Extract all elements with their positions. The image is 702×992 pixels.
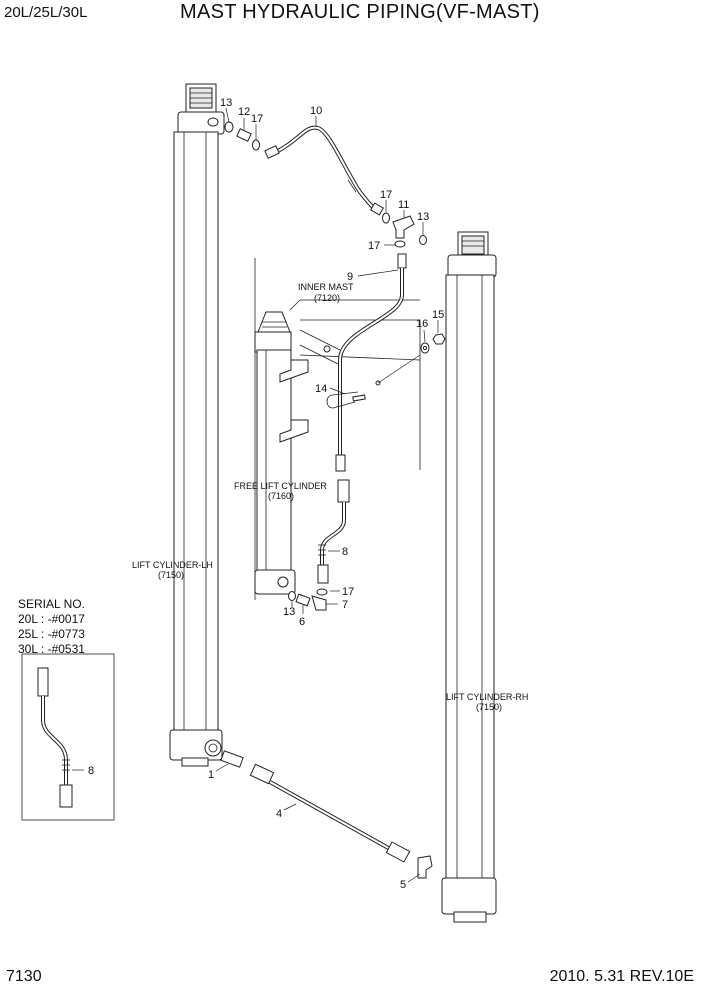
callout-12: 12 — [238, 106, 250, 118]
callouts: 13 12 17 10 17 11 13 17 9 16 15 14 8 17 … — [88, 97, 444, 891]
page-title: MAST HYDRAULIC PIPING(VF-MAST) — [180, 1, 540, 23]
label-lift-lh: LIFT CYLINDER-LH — [132, 560, 213, 570]
label-free-lift-code: (7160) — [268, 491, 294, 501]
fittings-top-right — [382, 212, 427, 248]
pipe-10 — [264, 125, 385, 216]
label-inner-mast-code: (7120) — [314, 293, 340, 303]
component-labels: INNER MAST (7120) FREE LIFT CYLINDER (71… — [132, 282, 528, 712]
callout-13: 13 — [283, 606, 295, 618]
callout-17: 17 — [368, 240, 380, 252]
leader-lines — [72, 107, 439, 883]
washer-nut-15-16 — [420, 333, 446, 354]
serial-line-25l: 25L : -#0773 — [18, 627, 85, 641]
pipe-4 — [220, 750, 433, 879]
label-lift-rh-code: (7150) — [476, 702, 502, 712]
callout-5: 5 — [400, 879, 406, 891]
fittings-free-lift-bottom — [288, 588, 328, 611]
callout-13: 13 — [220, 97, 232, 109]
callout-17: 17 — [342, 586, 354, 598]
callout-8: 8 — [88, 765, 94, 777]
fittings-top-left — [224, 121, 260, 151]
callout-10: 10 — [310, 105, 322, 117]
free-lift-cylinder — [254, 311, 309, 595]
inset-box — [21, 653, 115, 821]
label-lift-rh: LIFT CYLINDER-RH — [446, 692, 528, 702]
hose-8 — [317, 479, 350, 584]
callout-15: 15 — [432, 309, 444, 321]
lift-cylinder-rh — [441, 231, 497, 923]
callout-4: 4 — [276, 808, 282, 820]
label-free-lift: FREE LIFT CYLINDER — [234, 481, 327, 491]
label-lift-lh-code: (7150) — [158, 570, 184, 580]
callout-9: 9 — [347, 271, 353, 283]
inner-mast — [254, 258, 421, 600]
hose-9 — [335, 253, 407, 472]
lift-cylinder-lh — [169, 83, 225, 767]
callout-17: 17 — [251, 113, 263, 125]
callout-1: 1 — [208, 769, 214, 781]
model-code: 20L/25L/30L — [4, 4, 88, 21]
serial-line-20l: 20L : -#0017 — [18, 612, 85, 626]
serial-number-block: SERIAL NO. 20L : -#0017 25L : -#0773 30L… — [18, 597, 85, 657]
serial-heading: SERIAL NO. — [18, 597, 85, 611]
clamp-14 — [326, 391, 366, 409]
callout-8: 8 — [342, 546, 348, 558]
serial-line-30l: 30L : -#0531 — [18, 642, 85, 656]
callout-17: 17 — [380, 189, 392, 201]
page-code: 7130 — [6, 968, 42, 985]
callout-6: 6 — [299, 616, 305, 628]
label-inner-mast: INNER MAST — [298, 282, 354, 292]
callout-14: 14 — [315, 383, 327, 395]
revision-date: 2010. 5.31 REV.10E — [549, 968, 694, 985]
callout-11: 11 — [398, 199, 409, 211]
callout-13: 13 — [417, 211, 429, 223]
callout-16: 16 — [416, 318, 428, 330]
callout-7: 7 — [342, 599, 348, 611]
